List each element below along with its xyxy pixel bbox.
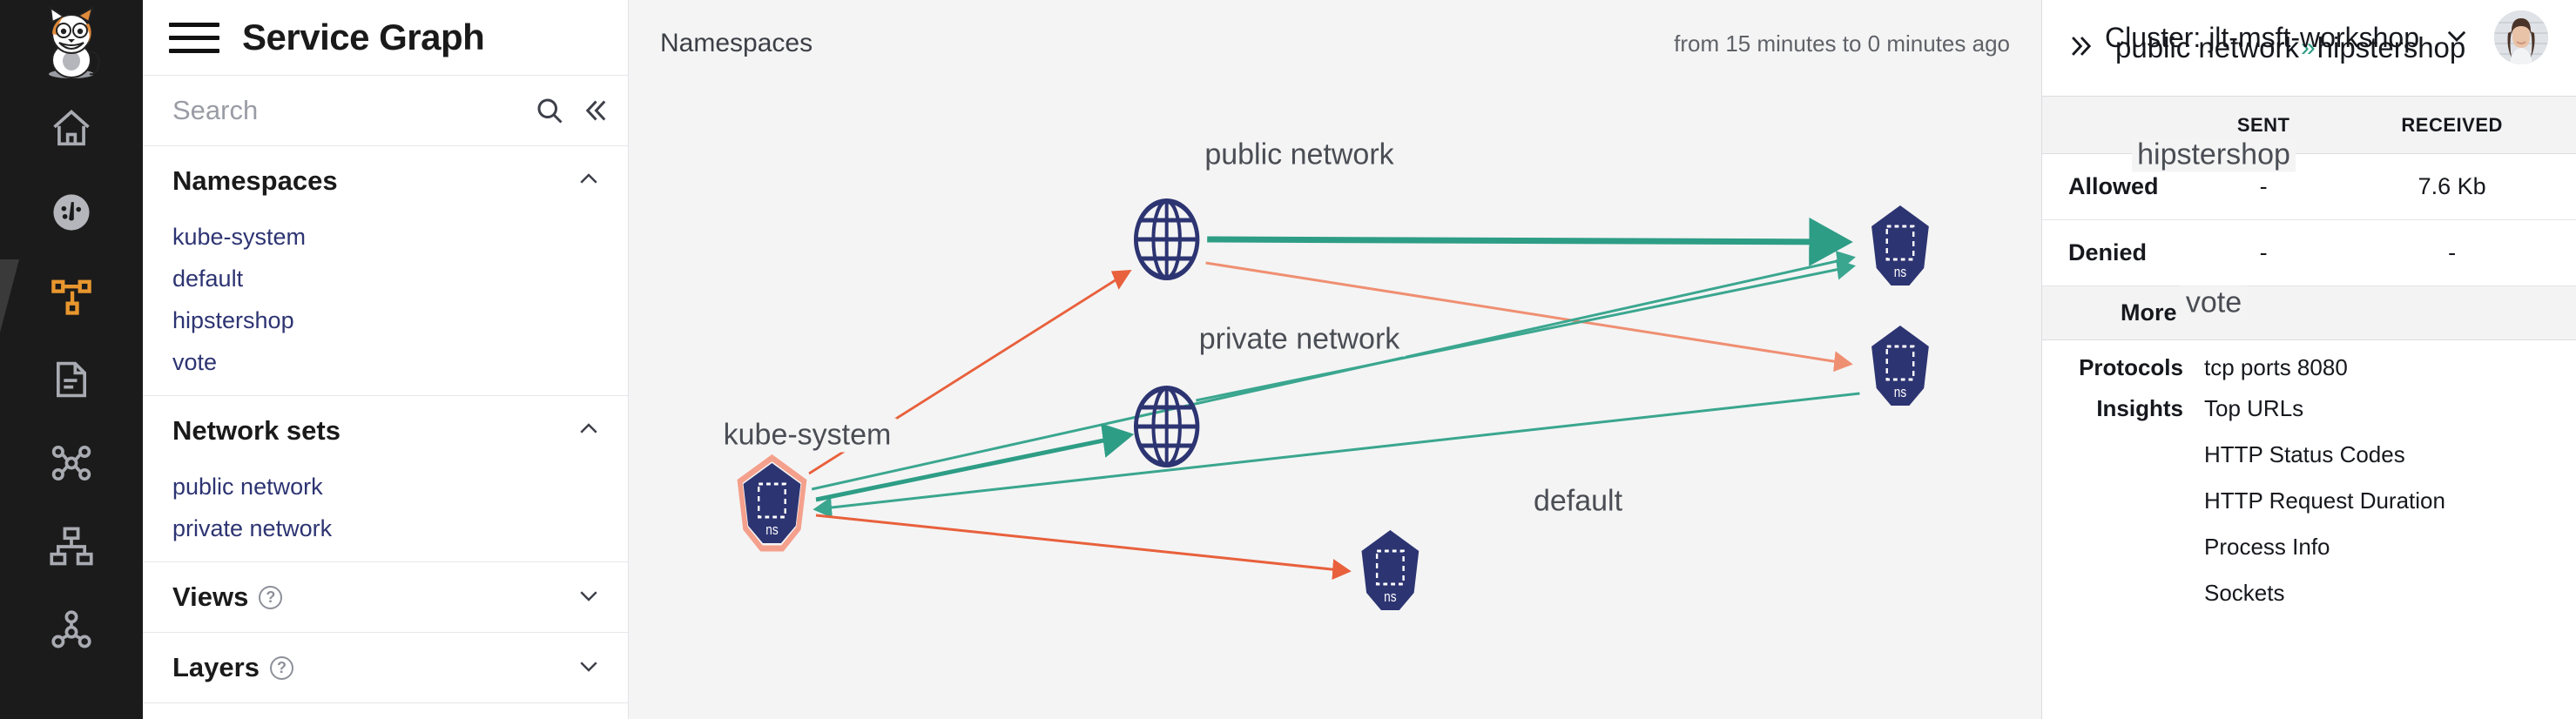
time-range-label[interactable]: from 15 minutes to 0 minutes ago bbox=[1674, 30, 2010, 57]
table-row: Allowed - 7.6 Kb bbox=[2042, 153, 2576, 220]
search-icon[interactable] bbox=[534, 95, 565, 126]
traffic-table: SENT RECEIVED Allowed - 7.6 Kb Denied - … bbox=[2042, 96, 2576, 286]
list-item[interactable]: kube-system bbox=[172, 223, 307, 250]
section-header-namespaces[interactable]: Namespaces bbox=[143, 146, 628, 216]
sidebar-item-nodes[interactable] bbox=[0, 421, 143, 505]
avatar[interactable] bbox=[2494, 10, 2548, 64]
chevron-up-icon[interactable] bbox=[576, 416, 602, 447]
section-header-views[interactable]: Views ? bbox=[143, 562, 628, 632]
help-icon[interactable]: ? bbox=[269, 655, 293, 680]
graph-node-public-network bbox=[1133, 198, 1200, 280]
insight-item-sockets[interactable]: Sockets bbox=[2204, 580, 2285, 606]
graph-node-private-network bbox=[1133, 386, 1200, 467]
details-title-source: public network bbox=[2115, 31, 2299, 64]
section-title-label: Network sets bbox=[172, 415, 341, 446]
section-layers: Layers ? bbox=[143, 633, 628, 703]
insight-item-top-urls[interactable]: Top URLs bbox=[2204, 395, 2304, 421]
sidebar-item-service-graph[interactable] bbox=[0, 254, 143, 338]
section-namespaces: Namespaces kube-system default hipstersh… bbox=[143, 146, 628, 396]
insight-item-http-status-codes[interactable]: HTTP Status Codes bbox=[2204, 441, 2405, 467]
details-header: public network » hipstershop bbox=[2042, 0, 2576, 96]
more-section-header[interactable]: More bbox=[2042, 286, 2576, 340]
search-input[interactable] bbox=[172, 95, 520, 126]
row-label-denied: Denied bbox=[2042, 219, 2199, 286]
protocols-row: Protocols tcp ports 8080 bbox=[2042, 340, 2576, 381]
sidebar-item-policies[interactable] bbox=[0, 338, 143, 421]
graph-edges bbox=[808, 217, 1860, 581]
section-views: Views ? bbox=[143, 562, 628, 633]
details-title: public network » hipstershop bbox=[2115, 31, 2465, 64]
graph-scope-label: Namespaces bbox=[660, 29, 813, 57]
section-title-label: Namespaces bbox=[172, 165, 338, 196]
node-label-default[interactable]: default bbox=[1527, 484, 1629, 519]
sidebar-item-dashboard[interactable] bbox=[0, 171, 143, 254]
sidebar-item-home[interactable] bbox=[0, 87, 143, 171]
table-header-row: SENT RECEIVED bbox=[2042, 96, 2576, 154]
list-item[interactable]: default bbox=[172, 265, 244, 292]
chevron-down-icon[interactable] bbox=[576, 582, 602, 613]
help-icon[interactable]: ? bbox=[259, 585, 283, 609]
graph-node-default: ns bbox=[1361, 530, 1419, 610]
section-network-sets: Network sets public network private netw… bbox=[143, 396, 628, 562]
insight-item-http-request-duration[interactable]: HTTP Request Duration bbox=[2204, 487, 2445, 514]
insight-item-process-info[interactable]: Process Info bbox=[2204, 534, 2330, 560]
node-label-vote[interactable]: vote bbox=[2180, 286, 2248, 320]
protocols-value: tcp ports 8080 bbox=[2204, 354, 2348, 380]
list-item[interactable]: vote bbox=[172, 348, 218, 375]
protocols-label: Protocols bbox=[2079, 354, 2183, 380]
chevron-up-icon[interactable] bbox=[576, 166, 602, 197]
rail-icon-list bbox=[0, 87, 143, 672]
list-item[interactable]: hipstershop bbox=[172, 306, 294, 333]
table-row: Denied - - bbox=[2042, 219, 2576, 286]
graph-node-vote: ns bbox=[1871, 326, 1929, 406]
insights-row: Insights Top URLs HTTP Status Codes HTTP… bbox=[2042, 381, 2576, 607]
chevron-double-right-separator-icon: » bbox=[2300, 33, 2316, 62]
page-title: Service Graph bbox=[242, 17, 485, 57]
svg-text:ns: ns bbox=[1894, 385, 1907, 401]
chevron-down-icon[interactable] bbox=[576, 653, 602, 683]
node-label-private-network[interactable]: private network bbox=[1193, 322, 1406, 357]
list-item[interactable]: private network bbox=[172, 514, 333, 541]
graph-area: Namespaces from 15 minutes to 0 minutes … bbox=[629, 0, 2296, 719]
graph-node-kube-system: ns bbox=[737, 454, 807, 552]
svg-text:ns: ns bbox=[1894, 265, 1907, 281]
cluster-selector-label[interactable]: Cluster: jlt-msft-workshop bbox=[2105, 21, 2419, 53]
graph-canvas[interactable]: ns ns ns bbox=[629, 87, 2296, 719]
cell-allowed-received: 7.6 Kb bbox=[2328, 153, 2576, 220]
node-label-kube-system[interactable]: kube-system bbox=[718, 418, 897, 453]
insights-list: Top URLs HTTP Status Codes HTTP Request … bbox=[2204, 395, 2445, 607]
cell-denied-sent: - bbox=[2199, 219, 2329, 286]
chevron-double-right-icon[interactable] bbox=[2067, 31, 2096, 65]
table-col-sent: SENT bbox=[2199, 96, 2329, 154]
calico-cat-logo[interactable] bbox=[0, 0, 143, 87]
details-title-target: hipstershop bbox=[2316, 31, 2466, 64]
hamburger-icon[interactable] bbox=[169, 19, 219, 56]
node-label-hipstershop[interactable]: hipstershop bbox=[2132, 138, 2296, 172]
section-header-network-sets[interactable]: Network sets bbox=[143, 396, 628, 466]
collapse-left-icon[interactable] bbox=[579, 95, 610, 126]
icon-rail bbox=[0, 0, 143, 719]
search-row bbox=[143, 75, 628, 146]
left-panel: Service Graph Namespaces bbox=[143, 0, 629, 719]
sidebar-item-compliance[interactable] bbox=[0, 588, 143, 672]
node-label-public-network[interactable]: public network bbox=[1199, 138, 1399, 172]
graph-top-bar: Namespaces from 15 minutes to 0 minutes … bbox=[629, 0, 2041, 87]
table-col-received: RECEIVED bbox=[2328, 96, 2576, 154]
details-panel: public network » hipstershop SENT RECEIV… bbox=[2041, 0, 2576, 719]
chevron-down-icon[interactable] bbox=[2442, 21, 2471, 55]
cell-denied-received: - bbox=[2328, 219, 2576, 286]
insights-label: Insights bbox=[2096, 395, 2183, 421]
section-title-label: Views bbox=[172, 581, 249, 612]
graph-node-hipstershop: ns bbox=[1871, 205, 1929, 286]
svg-text:ns: ns bbox=[765, 522, 779, 539]
cluster-bar: Cluster: jlt-msft-workshop bbox=[2105, 0, 2576, 75]
list-item[interactable]: public network bbox=[172, 473, 323, 500]
svg-text:ns: ns bbox=[1384, 589, 1397, 606]
sidebar-item-endpoints[interactable] bbox=[0, 505, 143, 588]
brand-bar: Service Graph bbox=[143, 0, 628, 75]
section-header-layers[interactable]: Layers ? bbox=[143, 633, 628, 702]
section-title-label: Layers bbox=[172, 652, 260, 682]
